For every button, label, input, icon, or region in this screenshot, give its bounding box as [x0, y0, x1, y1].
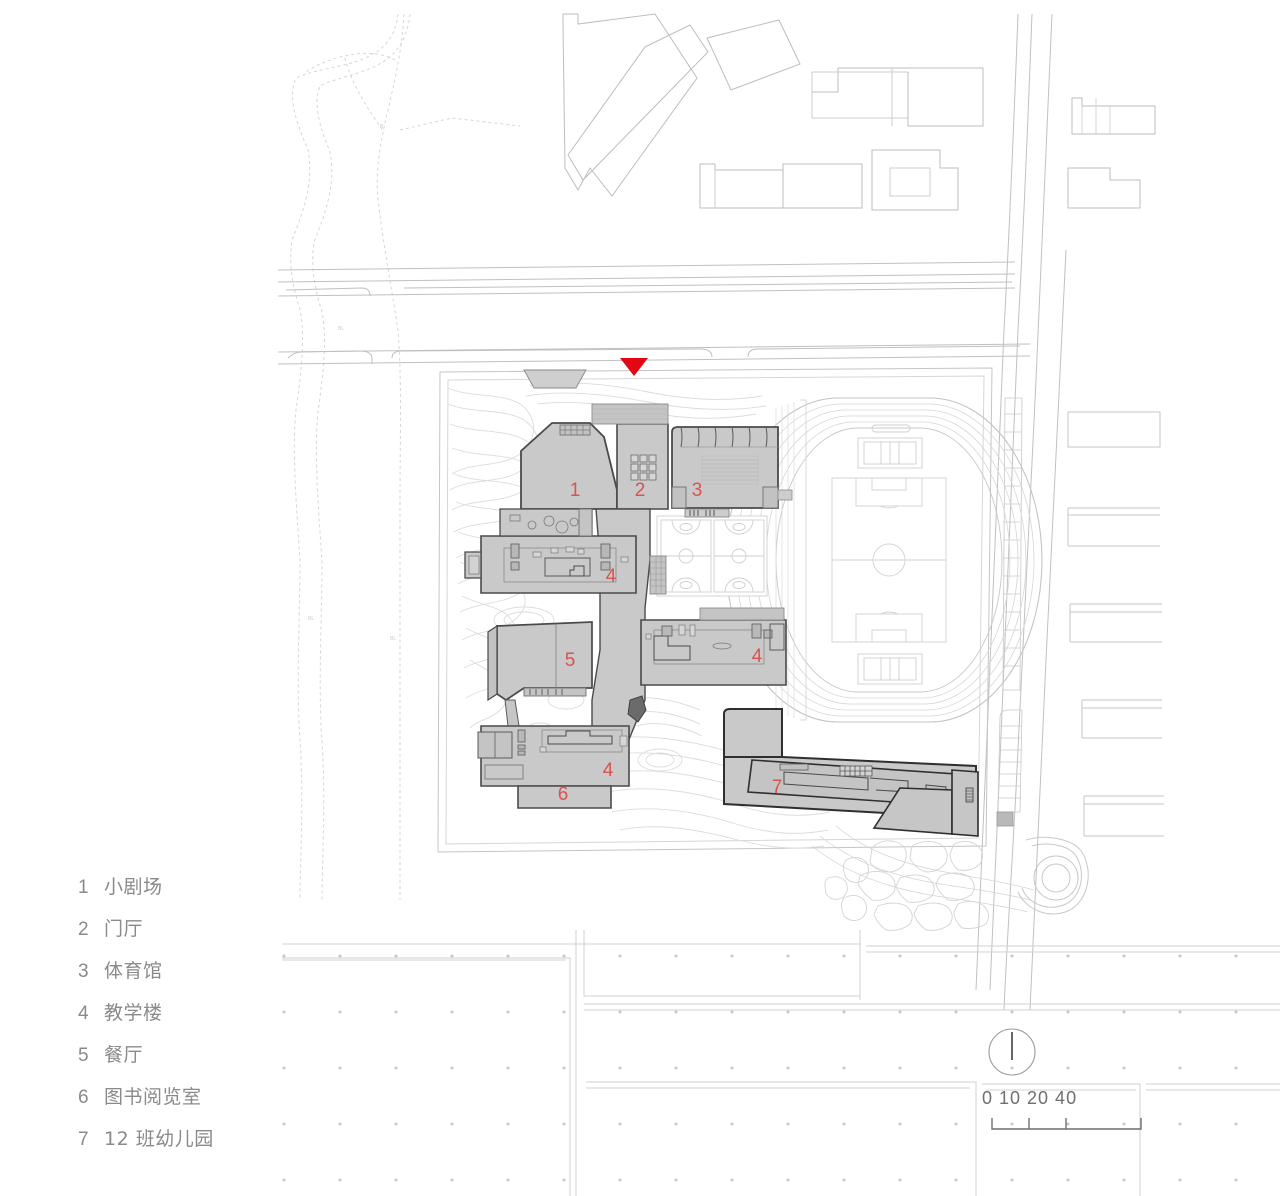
legend-item-1: 1 小剧场 — [78, 872, 308, 914]
legend-label: 门厅 — [104, 918, 144, 940]
landscape-paths-south — [811, 825, 1035, 913]
track-end-courts — [857, 424, 923, 685]
building-3-gymnasium — [671, 426, 793, 518]
legend-number: 4 — [78, 1003, 89, 1024]
entry-canopy — [523, 369, 587, 389]
road-north-upper — [277, 261, 1016, 297]
legend-number: 6 — [78, 1087, 89, 1108]
svg-text:BL: BL — [308, 616, 314, 622]
main-entrance-marker-icon — [620, 358, 648, 376]
plan-label-7: 7 — [772, 777, 783, 798]
plan-label-4c: 4 — [603, 760, 614, 781]
svg-text:BL: BL — [338, 326, 344, 332]
legend-number: 1 — [78, 877, 89, 898]
north-arrow-icon — [988, 1028, 1036, 1076]
basketball-courts — [656, 515, 768, 597]
property-boundary-dashed — [290, 13, 521, 903]
legend-item-3: 3 体育馆 — [78, 956, 308, 998]
legend-number: 5 — [78, 1045, 89, 1066]
legend-item-2: 2 门厅 — [78, 914, 308, 956]
legend: 1 小剧场 2 门厅 3 体育馆 4 教学楼 5 餐厅 6 图书阅览室 7 12… — [78, 872, 308, 1166]
scale-bar-ticks: 0 10 20 40 — [982, 1088, 1078, 1108]
soccer-field — [831, 477, 947, 643]
plan-number-labels: 1 2 3 4 4 5 4 6 7 — [558, 480, 783, 805]
site-boundary — [437, 367, 993, 853]
legend-item-6: 6 图书阅览室 — [78, 1082, 308, 1124]
plan-label-2: 2 — [635, 480, 646, 501]
legend-label: 图书阅览室 — [104, 1086, 202, 1108]
legend-label: 餐厅 — [104, 1044, 144, 1066]
legend-number: 2 — [78, 919, 89, 940]
building-5-canteen — [487, 621, 593, 727]
legend-item-5: 5 餐厅 — [78, 1040, 308, 1082]
building-4c-teaching — [477, 725, 630, 787]
legend-number: 3 — [78, 961, 89, 982]
legend-number: 7 — [78, 1129, 89, 1150]
plan-label-5: 5 — [565, 650, 576, 671]
building-2-lobby — [591, 403, 669, 510]
landscape-planting-beds — [824, 840, 989, 931]
scale-bar: 0 10 20 40 — [982, 1088, 1077, 1109]
parking-strip-east — [1002, 397, 1023, 691]
road-north-lower — [277, 343, 1031, 365]
south-urban-block — [282, 930, 1280, 1196]
parking-strip-southeast — [996, 709, 1023, 827]
building-6-library — [517, 785, 612, 809]
svg-text:B: B — [380, 124, 384, 130]
neighbor-buildings-north — [562, 13, 1156, 211]
legend-label: 12 班幼儿园 — [104, 1128, 214, 1150]
stair-marker — [627, 695, 647, 723]
plan-label-6: 6 — [558, 784, 569, 805]
boundary-tick-labels: B BL BL BL — [308, 124, 396, 642]
svg-text:BL: BL — [390, 636, 396, 642]
plan-label-3: 3 — [692, 480, 703, 501]
neighbor-buildings-east — [1067, 411, 1164, 837]
building-4b-teaching — [640, 607, 787, 686]
legend-label: 体育馆 — [104, 960, 163, 982]
plan-label-1: 1 — [570, 480, 581, 501]
legend-item-7: 7 12 班幼儿园 — [78, 1124, 308, 1166]
legend-item-4: 4 教学楼 — [78, 998, 308, 1040]
legend-label: 小剧场 — [104, 876, 163, 898]
building-4a-teaching — [464, 508, 637, 594]
roundabout — [1017, 836, 1089, 915]
scale-bar-graphic — [991, 1118, 1142, 1130]
legend-label: 教学楼 — [104, 1002, 163, 1024]
plan-label-4a: 4 — [606, 566, 617, 587]
plan-label-4b: 4 — [752, 646, 763, 667]
building-7-kindergarten — [723, 708, 979, 837]
